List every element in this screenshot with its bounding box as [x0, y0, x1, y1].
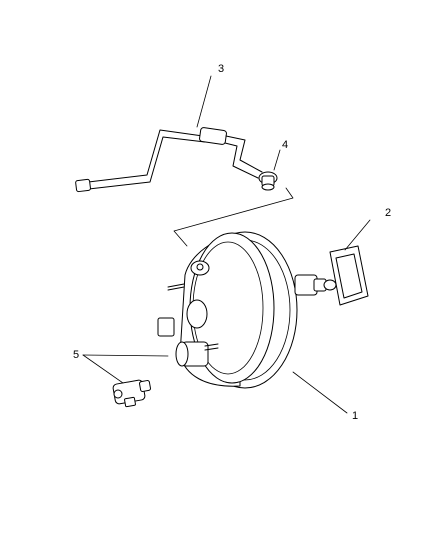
check-valve [258, 171, 278, 191]
callout-3: 3 [218, 63, 224, 75]
callout-4: 4 [282, 139, 288, 151]
brake-booster [157, 231, 337, 389]
callout-1: 1 [352, 410, 358, 422]
callout-2: 2 [385, 207, 391, 219]
vacuum-sensor [112, 379, 151, 408]
gasket [329, 245, 369, 306]
leader-lines [82, 75, 371, 414]
vacuum-hose [75, 127, 263, 193]
callout-5: 5 [73, 349, 79, 361]
